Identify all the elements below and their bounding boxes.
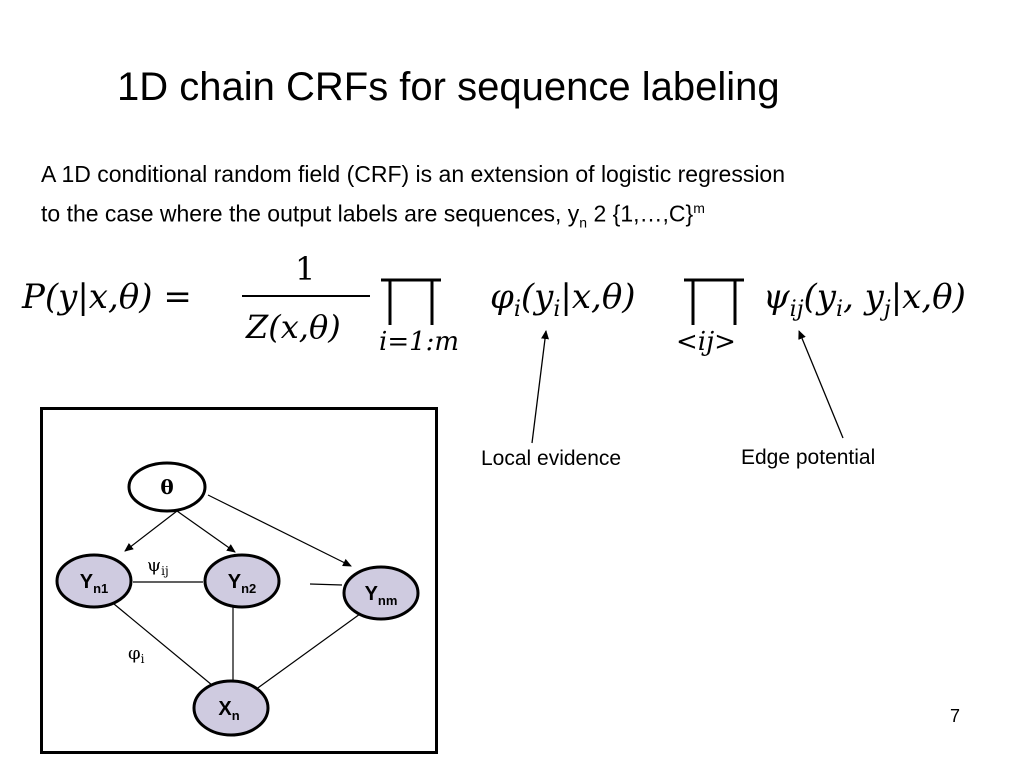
phi-args-sub: i: [553, 297, 560, 322]
node-yn2-main: Y: [228, 571, 242, 593]
intro-line-1: A 1D conditional random field (CRF) is a…: [41, 161, 786, 187]
edge-theta-yn1: [124, 510, 178, 552]
psi-sub: ij: [790, 297, 804, 322]
edge-theta-ynm: [207, 494, 352, 567]
intro-line-2-prefix: to the case where the output labels are …: [41, 200, 580, 227]
node-ynm-sub: nm: [378, 593, 398, 608]
product-2-sub: <ij>: [676, 327, 736, 357]
crf-formula: P(y|x,θ) = 1 Z(x,θ) i=1:m φi(yi|x,θ) <ij…: [21, 250, 966, 357]
intro-line-2-sup: m: [693, 200, 705, 216]
node-xn-label: Xn: [218, 698, 239, 723]
slide-title: 1D chain CRFs for sequence labeling: [117, 65, 780, 109]
node-ynm: Ynm: [342, 565, 420, 621]
formula-lhs: P(y|x,θ) =: [21, 277, 192, 317]
node-yn2-sub: n2: [241, 581, 256, 596]
formula-frac-num: 1: [295, 250, 315, 288]
phi-symbol: φ: [490, 277, 514, 317]
intro-line-2-sub: n: [579, 214, 588, 231]
phi-args-rest: |x,θ): [560, 277, 635, 317]
node-ynm-label: Ynm: [365, 583, 398, 608]
node-yn1: Yn1: [55, 553, 133, 609]
crf-diagram-frame: ψij φi θ Yn1 Yn2 Ynm Xn: [40, 407, 438, 754]
node-theta-label: θ: [160, 475, 173, 499]
edge-theta-yn2: [176, 510, 236, 553]
phi-edge-label: φi: [128, 643, 145, 666]
phi-edge-symbol: φ: [128, 643, 141, 664]
node-yn1-label: Yn1: [80, 571, 109, 596]
phi-args: (y: [521, 277, 554, 317]
page-number: 7: [950, 706, 961, 726]
formula-frac-den: Z(x,θ): [245, 308, 341, 346]
edge-yn1-xn: [113, 603, 219, 691]
node-xn: Xn: [192, 679, 270, 737]
node-yn1-main: Y: [80, 571, 94, 593]
node-xn-sub: n: [232, 708, 240, 723]
psi-edge-symbol: ψ: [147, 555, 161, 576]
edge-ynm-xn: [254, 613, 361, 691]
crf-graph: ψij φi θ Yn1 Yn2 Ynm Xn: [55, 461, 420, 737]
psi-args-sub1: i: [836, 297, 843, 322]
psi-edge-label: ψij: [147, 555, 169, 578]
psi-args: (y: [804, 277, 837, 317]
node-yn2-label: Yn2: [228, 571, 257, 596]
formula-phi: φi(yi|x,θ): [490, 277, 636, 322]
node-yn2: Yn2: [203, 553, 281, 609]
node-ynm-main: Y: [365, 583, 379, 605]
psi-edge-sub: ij: [161, 564, 169, 578]
product-2-symbol: [684, 278, 744, 325]
node-xn-main: X: [218, 698, 232, 720]
phi-sub: i: [514, 297, 521, 322]
psi-args-rest: |x,θ): [891, 277, 966, 317]
phi-edge-sub: i: [141, 652, 145, 666]
edge-potential-label: Edge potential: [741, 446, 876, 469]
edge-yn2-ynm: [309, 583, 343, 586]
intro-line-2: to the case where the output labels are …: [41, 191, 785, 239]
local-evidence-label: Local evidence: [481, 447, 622, 470]
product-1-symbol: [381, 278, 441, 325]
formula-psi: ψij(yi, yj|x,θ): [763, 277, 966, 322]
psi-args-mid: , y: [843, 277, 885, 317]
intro-text: A 1D conditional random field (CRF) is a…: [41, 157, 785, 239]
product-1-sub: i=1:m: [379, 327, 459, 357]
node-theta: θ: [127, 461, 207, 513]
intro-line-2-mid: 2 {1,…,C}: [587, 200, 694, 227]
psi-symbol: ψ: [763, 277, 790, 317]
node-yn1-sub: n1: [93, 581, 108, 596]
